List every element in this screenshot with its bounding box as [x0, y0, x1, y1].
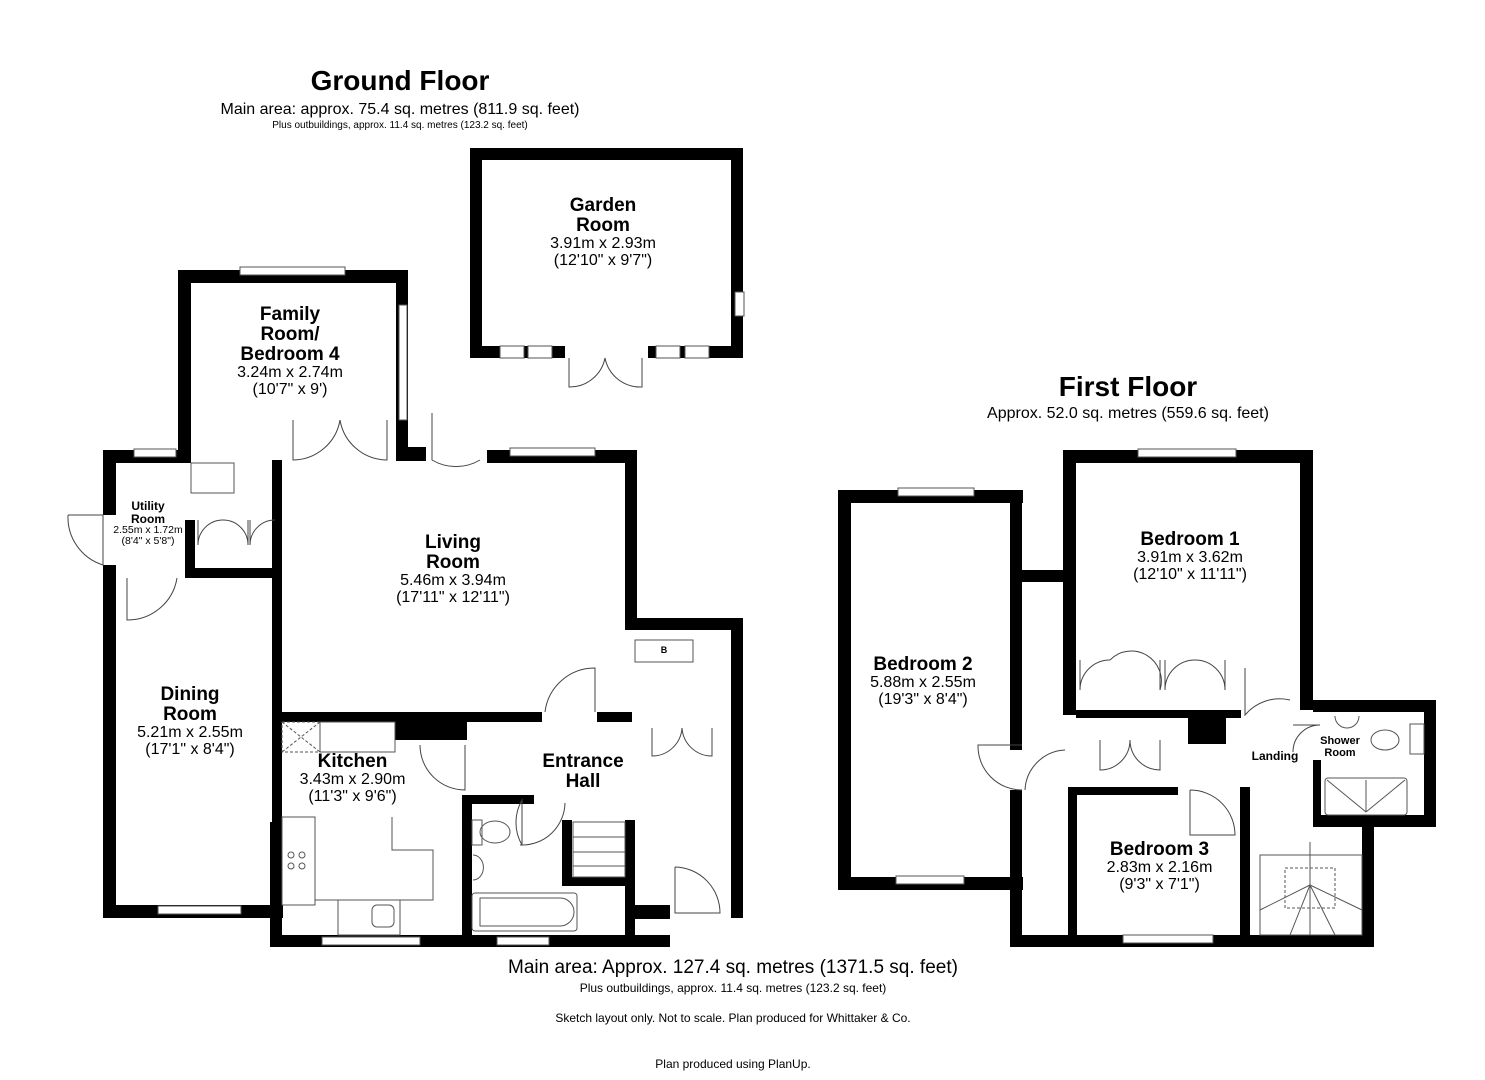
family-room-metric: 3.24m x 2.74m	[237, 363, 343, 381]
first-stairs	[1259, 854, 1363, 936]
bedroom-2-label: Bedroom 2 5.88m x 2.55m (19'3" x 8'4")	[823, 655, 1023, 709]
garden-room-label: Garden Room 3.91m x 2.93m (12'10" x 9'7"…	[503, 196, 703, 269]
landing-label: Landing	[1251, 749, 1299, 763]
garden-room-door-right	[604, 357, 643, 388]
ground-stairs	[572, 821, 626, 878]
footer-main-area: Main area: Approx. 127.4 sq. metres (137…	[508, 957, 958, 978]
kitchen-imperial: (11'3" x 9'6")	[308, 787, 397, 805]
bedroom-1-label: Bedroom 1 3.91m x 3.62m (12'10" x 11'11"…	[1090, 530, 1290, 584]
boiler	[634, 639, 694, 663]
bedroom-3-metric: 2.83m x 2.16m	[1106, 858, 1213, 876]
garden-room-metric: 3.91m x 2.93m	[550, 234, 656, 252]
family-room-name-1: Family	[259, 304, 321, 325]
footer-outbuildings: Plus outbuildings, approx. 11.4 sq. metr…	[579, 981, 887, 995]
utility-room-name-2: Room	[131, 511, 165, 526]
bedroom-3-label: Bedroom 3 2.83m x 2.16m (9'3" x 7'1")	[1062, 840, 1257, 894]
ground-floor-title: Ground Floor	[310, 65, 490, 96]
family-room-name-3: Bedroom 4	[240, 343, 340, 365]
ground-basin	[472, 854, 484, 881]
dining-room-name-1: Dining	[160, 684, 220, 705]
fixtures	[190, 462, 1408, 936]
bedroom-2-walls	[838, 490, 1023, 945]
bedroom-2-imperial: (19'3" x 8'4")	[878, 690, 968, 708]
family-room-name-2: Room/	[260, 323, 320, 345]
utility-worktop	[190, 462, 235, 494]
bedroom-3-imperial: (9'3" x 7'1")	[1119, 875, 1200, 893]
first-wc	[1370, 729, 1400, 751]
garden-room-name-2: Room	[576, 214, 630, 236]
boiler-label: B	[660, 645, 668, 655]
dining-room-metric: 5.21m x 2.55m	[137, 723, 243, 741]
dining-room-label: Dining Room 5.21m x 2.55m (17'1" x 8'4")	[90, 685, 290, 758]
bedroom-2-name: Bedroom 2	[873, 654, 973, 675]
doors	[67, 357, 1321, 914]
shower-tray	[1324, 777, 1408, 816]
footer-credit: Plan produced using PlanUp.	[655, 1057, 811, 1071]
sink	[371, 904, 395, 928]
kitchen-label: Kitchen 3.43m x 2.90m (11'3" x 9'6")	[260, 752, 445, 806]
garden-room-door-left	[568, 357, 606, 388]
shower-room-name-1: Shower	[1320, 735, 1360, 747]
sink-unit	[337, 899, 401, 936]
utility-room-imperial: (8'4" x 5'8")	[121, 535, 175, 548]
ground-floor-outbuildings: Plus outbuildings, approx. 11.4 sq. metr…	[272, 120, 528, 131]
kitchen-hall-walls	[270, 712, 670, 947]
living-room-name-1: Living	[425, 532, 481, 553]
hob	[281, 816, 316, 906]
bedroom-1-metric: 3.91m x 3.62m	[1137, 548, 1243, 566]
bedroom-3-name: Bedroom 3	[1109, 839, 1210, 860]
shower-room-name-2: Room	[1324, 746, 1356, 759]
first-floor-title: First Floor	[1058, 371, 1198, 402]
entrance-hall-name-2: Hall	[565, 770, 601, 792]
living-room-walls	[272, 450, 743, 920]
bath	[471, 892, 578, 932]
ground-wc	[479, 820, 511, 844]
family-room-imperial: (10'7" x 9')	[252, 380, 328, 398]
utility-room-metric: 2.55m x 1.72m	[113, 524, 183, 537]
kitchen-counter	[314, 817, 434, 901]
bedroom-1-name: Bedroom 1	[1140, 529, 1240, 550]
garden-room-imperial: (12'10" x 9'7")	[553, 251, 653, 269]
dining-room-name-2: Room	[163, 703, 217, 725]
living-room-name-2: Room	[426, 551, 480, 573]
bedroom-2-metric: 5.88m x 2.55m	[870, 673, 976, 691]
windows	[133, 266, 1425, 946]
utility-room-label: Utility Room 2.55m x 1.72m (8'4" x 5'8")	[98, 500, 198, 547]
living-room-label: Living Room 5.46m x 3.94m (17'11" x 12'1…	[353, 533, 553, 606]
entrance-hall-label: Entrance Hall	[513, 752, 653, 792]
kitchen-metric: 3.43m x 2.90m	[299, 770, 406, 788]
dining-room-imperial: (17'1" x 8'4")	[145, 740, 235, 758]
first-floor-area: Approx. 52.0 sq. metres (559.6 sq. feet)	[987, 405, 1269, 422]
bedroom-1-imperial: (12'10" x 11'11")	[1133, 565, 1247, 583]
family-room-label: Family Room/ Bedroom 4 3.24m x 2.74m (10…	[190, 305, 390, 398]
first-basin	[1334, 715, 1360, 729]
entrance-hall-name-1: Entrance	[542, 751, 624, 772]
utility-room-name-1: Utility	[131, 499, 165, 513]
garden-room-name-1: Garden	[569, 195, 637, 216]
shower-room-label: Shower Room	[1310, 735, 1370, 759]
shower-room-walls	[1313, 700, 1436, 945]
ground-floor-main-area: Main area: approx. 75.4 sq. metres (811.…	[220, 101, 580, 118]
living-room-metric: 5.46m x 3.94m	[400, 571, 506, 589]
living-room-imperial: (17'11" x 12'11")	[396, 588, 510, 606]
footer-disclaimer: Sketch layout only. Not to scale. Plan p…	[555, 1011, 911, 1025]
kitchen-name: Kitchen	[317, 751, 388, 772]
